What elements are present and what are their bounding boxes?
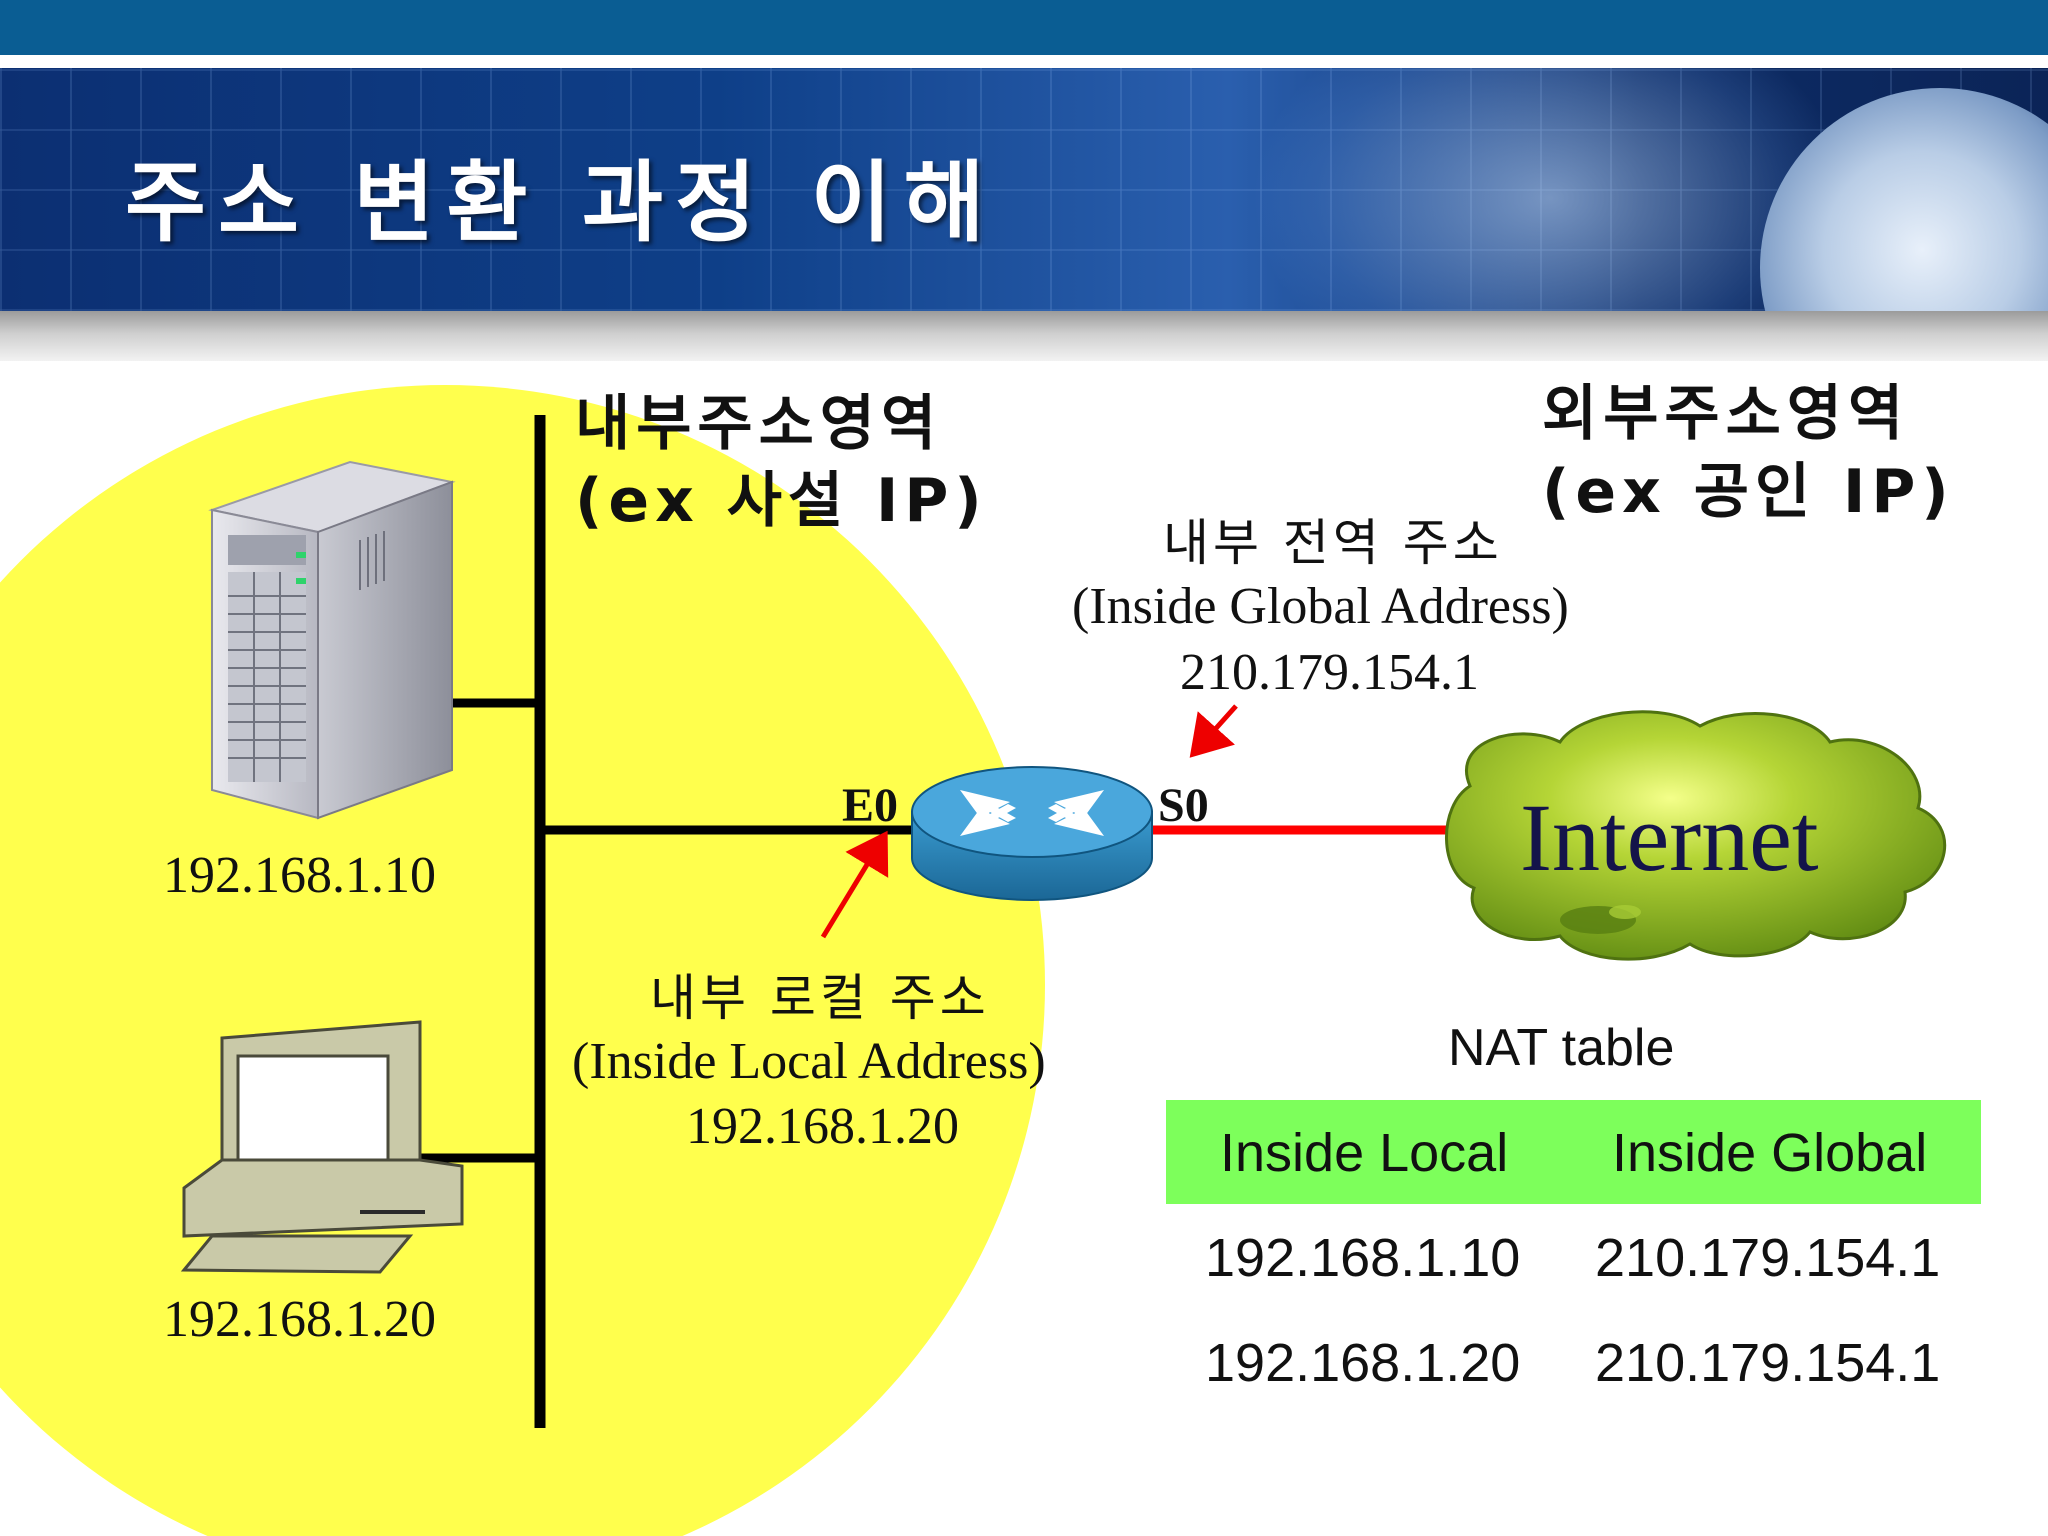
server-ip: 192.168.1.10	[163, 847, 436, 904]
banner-glow	[1250, 68, 1850, 311]
pc-ip: 192.168.1.20	[163, 1291, 436, 1348]
nat-row-2-inside-global: 210.179.154.1	[1595, 1333, 1941, 1393]
slide-title: 주소 변환 과정 이해	[125, 151, 997, 254]
inside-local-arrow	[820, 830, 889, 939]
title-banner	[0, 68, 2048, 311]
nat-row-2-inside-local: 192.168.1.20	[1205, 1333, 1521, 1393]
banner-shadow-bar	[0, 311, 2048, 361]
inside-global-ip: 210.179.154.1	[1180, 644, 1479, 701]
nat-table-title: NAT table	[1448, 1019, 1675, 1077]
nat-header-inside-local: Inside Local	[1220, 1123, 1509, 1183]
nat-header-inside-global: Inside Global	[1612, 1123, 1928, 1183]
inside-global-arrow	[1189, 704, 1238, 758]
internet-label: Internet	[1520, 784, 1819, 891]
router-interface-e0: E0	[842, 779, 899, 832]
nat-table-header-row	[1166, 1100, 1981, 1204]
inside-global-english-label: (Inside Global Address)	[1072, 578, 1569, 635]
outside-zone-subtitle: (ex 공인 IP)	[1542, 457, 1955, 527]
inside-local-english-label: (Inside Local Address)	[572, 1033, 1046, 1090]
nat-row-1-inside-local: 192.168.1.10	[1205, 1228, 1521, 1288]
inside-zone-title: 내부주소영역	[575, 389, 943, 459]
cloud-icon	[1445, 710, 1947, 961]
inside-zone-subtitle: (ex 사설 IP)	[575, 466, 988, 536]
top-gap	[0, 55, 2048, 68]
desktop-pc-icon	[180, 1020, 464, 1274]
outside-zone-title: 외부주소영역	[1542, 379, 1910, 449]
inside-global-korean-label: 내부 전역 주소	[1163, 514, 1503, 572]
nat-row-1-inside-global: 210.179.154.1	[1595, 1228, 1941, 1288]
inside-local-korean-label: 내부 로컬 주소	[650, 969, 990, 1027]
router-icon	[911, 766, 1153, 901]
top-accent-bar	[0, 0, 2048, 55]
server-icon	[208, 460, 456, 820]
inside-local-ip: 192.168.1.20	[686, 1098, 959, 1155]
router-interface-s0: S0	[1158, 779, 1209, 832]
